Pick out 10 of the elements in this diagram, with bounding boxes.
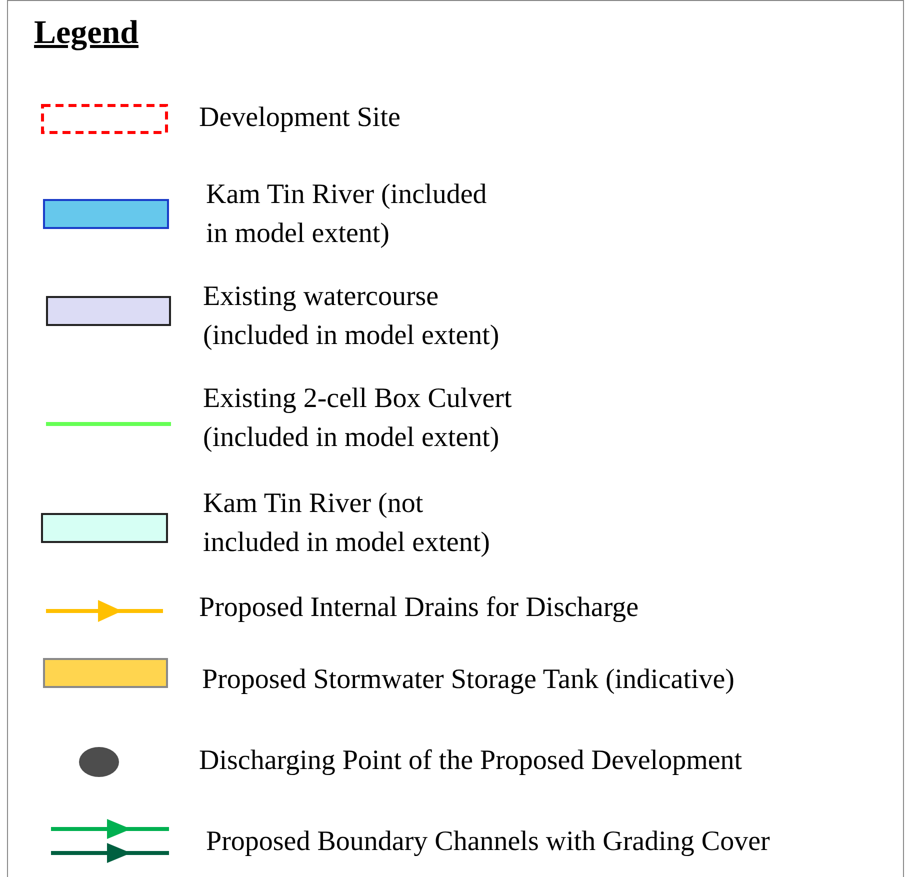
legend-text: Kam Tin River (not included in model extent) <box>203 487 491 560</box>
legend-text: Proposed Boundary Channels with Grading Cover <box>206 825 771 859</box>
legend-text: Existing watercourse (included in model extent) <box>203 280 500 353</box>
legend-text: Proposed Internal Drains for Discharge <box>199 591 640 625</box>
legend-text: Existing 2-cell Box Culvert (included in model extent) <box>203 382 513 455</box>
legend-title: Legend <box>34 15 139 52</box>
legend-text: Proposed Stormwater Storage Tank (indicative) <box>202 663 736 697</box>
legend-text: Development Site <box>199 101 402 135</box>
legend-text: Discharging Point of the Proposed Development <box>199 744 744 778</box>
legend-text: Kam Tin River (included in model extent) <box>206 178 488 251</box>
